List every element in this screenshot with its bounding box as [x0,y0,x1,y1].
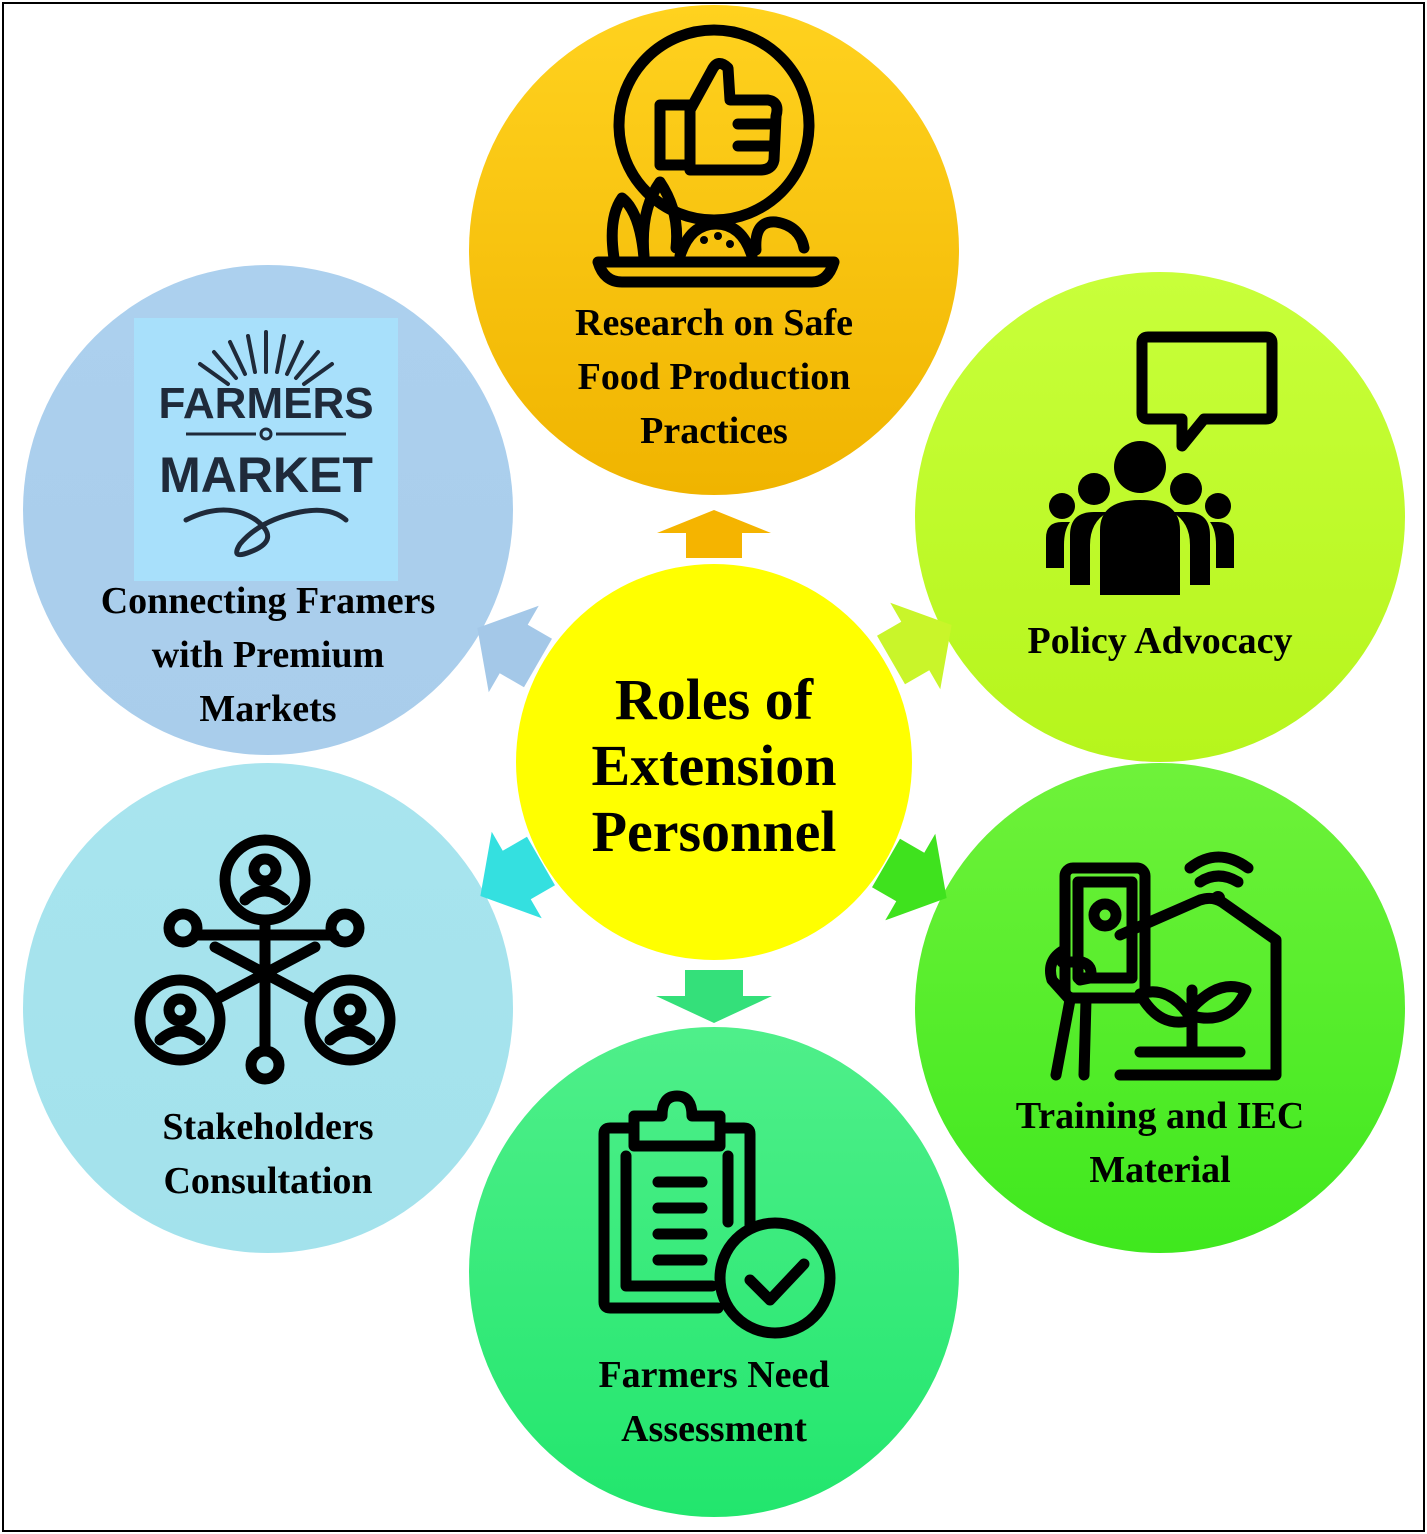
arrow-to-policy [877,602,952,690]
node-assessment-circle [469,1027,959,1517]
node-training-circle [915,763,1405,1253]
icon-part [714,1122,756,1234]
network-people-icon [134,834,396,1085]
icon-part [239,885,291,906]
arrow-to-assessment [656,970,772,1023]
icon-part [209,941,321,1006]
icon-part [1056,956,1097,986]
icon-part [700,236,708,244]
icon-part [1078,994,1092,1081]
phone-greenhouse-plant-icon [1045,851,1282,1081]
arrow-shape [872,833,947,921]
icon-part [1088,898,1122,932]
icon-part [1059,862,1151,1004]
icon-part [1100,500,1180,595]
node-research-label: Research on Safe Food Production Practic… [575,302,853,452]
icon-part [163,908,203,948]
icon-part [1078,473,1110,505]
node-research-circle [469,5,959,495]
logo-divider [186,427,346,441]
logo-flourish [183,507,349,558]
icon-part [1184,851,1254,874]
logo-rays [198,330,334,386]
icon-part [1045,944,1076,1081]
icon-part [1046,522,1070,568]
icon-part [684,58,783,176]
icon-part [744,1258,810,1306]
arrow-shape [877,602,952,690]
thumbs-up-food-icon [592,24,840,288]
arrow-shape [477,605,552,693]
icon-part [1205,493,1231,519]
icon-part [1136,331,1278,452]
icon-part [637,176,683,262]
logo-line2: MARKET [159,447,373,503]
icon-part [1072,876,1138,984]
icon-part [592,256,840,288]
icon-part [714,232,722,240]
icon-part [324,1025,376,1046]
icon-part [1186,981,1252,1024]
center-title: Roles of Extension Personnel [591,667,837,864]
icon-part [333,993,367,1027]
icon-part [163,993,197,1027]
arrow-to-training [872,833,947,921]
arrow-to-stakeholders [480,831,555,919]
icon-part [714,1217,836,1339]
farmers-market-logo-icon: FARMERS MARKET [134,318,398,581]
node-policy-label: Policy Advocacy [1027,620,1293,662]
icon-part [248,853,282,887]
icon-part [620,1150,718,1292]
icon-part [134,974,226,1066]
icon-part [628,1090,726,1152]
icon-part [325,908,365,948]
arrow-to-research [657,510,771,558]
arrow-shape [480,831,555,919]
icon-part [154,1025,206,1046]
icon-part [726,240,734,248]
icon-part [674,218,758,262]
node-stakeholders-label: Stakeholders Consultation [162,1106,374,1202]
icon-part [1114,441,1166,493]
logo-line1: FARMERS [158,379,373,428]
icon-part [304,974,396,1066]
center-circle [516,564,912,960]
icon-part [1194,870,1244,888]
icon-part [1210,522,1234,568]
icon-part [1070,512,1108,585]
clipboard-check-icon [598,1090,836,1339]
icon-part [750,216,810,256]
icon-part [1114,892,1282,1081]
icon-part [598,1122,724,1314]
node-assessment-label: Farmers Need Assessment [598,1354,830,1450]
icon-part [1172,512,1210,585]
icon-part [1049,493,1075,519]
node-markets-label: Connecting Framers with Premium Markets [100,580,436,730]
arrow-to-markets [477,605,552,693]
people-speech-bubble-icon [1046,331,1278,595]
node-training-label: Training and IEC Material [1015,1095,1305,1191]
icon-part [1170,473,1202,505]
